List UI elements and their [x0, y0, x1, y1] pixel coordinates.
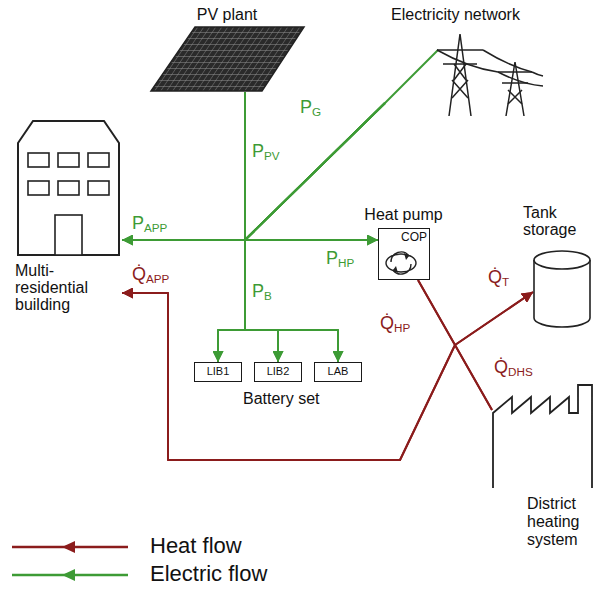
symbol: P [252, 141, 264, 161]
subscript: PV [264, 149, 280, 162]
heat-pump-box: Heat pumpCOP [378, 228, 430, 280]
district-heating-system: District heating system [492, 383, 598, 548]
electric-flow-line [245, 103, 385, 362]
symbol: P [132, 213, 144, 233]
heat-flow-arrow [62, 541, 75, 553]
node-sublabel: COP [401, 230, 427, 245]
heat-flow-line [122, 293, 492, 460]
node-label: Tank storage [523, 204, 589, 238]
flow-label: PB [252, 280, 272, 307]
subscript: T [502, 275, 509, 288]
electric-flow-line [122, 103, 385, 240]
tank-storage: Tank storage [533, 250, 591, 328]
flow-label: Q̇HP [380, 312, 410, 339]
node-label: Multi-residential building [15, 262, 115, 313]
flow-label: PAPP [132, 212, 167, 239]
subscript: APP [146, 272, 169, 285]
symbol: P [300, 97, 312, 117]
solar-panel [150, 26, 305, 92]
battery-box: LIB2 [254, 362, 302, 382]
electric-flow-line [122, 92, 245, 240]
node-label: Heat pump [357, 205, 450, 224]
subscript: HP [338, 256, 354, 269]
electricity-network: Electricity network [385, 28, 545, 118]
electric-flow-line [245, 92, 378, 240]
flow-label: Q̇APP [132, 263, 169, 290]
subscript: HP [394, 321, 410, 334]
factory-drawing [492, 383, 598, 489]
heat-flow-line [418, 280, 533, 345]
flow-label: Q̇DHS [494, 356, 533, 383]
multi-residential-building: Multi-residential building [15, 115, 122, 315]
symbol: Q̇ [488, 267, 502, 287]
battery-box: LAB [314, 362, 362, 382]
heat-flow-line [455, 292, 533, 410]
symbol: P [326, 248, 338, 268]
flow-label: Q̇T [488, 266, 509, 293]
legend-text: Heat flow [150, 533, 242, 558]
storage-tank [533, 250, 591, 328]
flow-label: PHP [326, 247, 354, 274]
power-line-pylons [385, 28, 545, 118]
node-label: Electricity network [391, 5, 545, 24]
subscript: G [312, 105, 321, 118]
heat-flow-line [122, 280, 455, 460]
node-label: District heating system [527, 495, 597, 549]
flow-label: PPV [252, 140, 280, 167]
symbol: Q̇ [380, 313, 394, 333]
electric-flow-line [245, 92, 278, 362]
subscript: DHS [508, 365, 533, 378]
group-label: Battery set [243, 388, 319, 410]
electric-flow-line [218, 103, 385, 362]
symbol: Q̇ [132, 264, 146, 284]
node-label: LAB [328, 363, 349, 380]
symbol: Q̇ [494, 357, 508, 377]
node-label: PV plant [182, 5, 272, 24]
electric-flow-arrow [62, 569, 75, 581]
flow-label: PG [300, 96, 321, 123]
electric-flow-line [218, 92, 245, 362]
symbol: P [252, 281, 264, 301]
battery-box: LIB1 [194, 362, 242, 382]
node-label: LIB1 [207, 363, 230, 380]
legend-text: Electric flow [150, 561, 267, 586]
building-drawing [15, 115, 122, 257]
subscript: APP [144, 221, 167, 234]
subscript: B [264, 289, 272, 302]
pv-plant: PV plant [150, 26, 305, 92]
node-label: LIB2 [267, 363, 290, 380]
electric-flow-line [245, 103, 385, 362]
